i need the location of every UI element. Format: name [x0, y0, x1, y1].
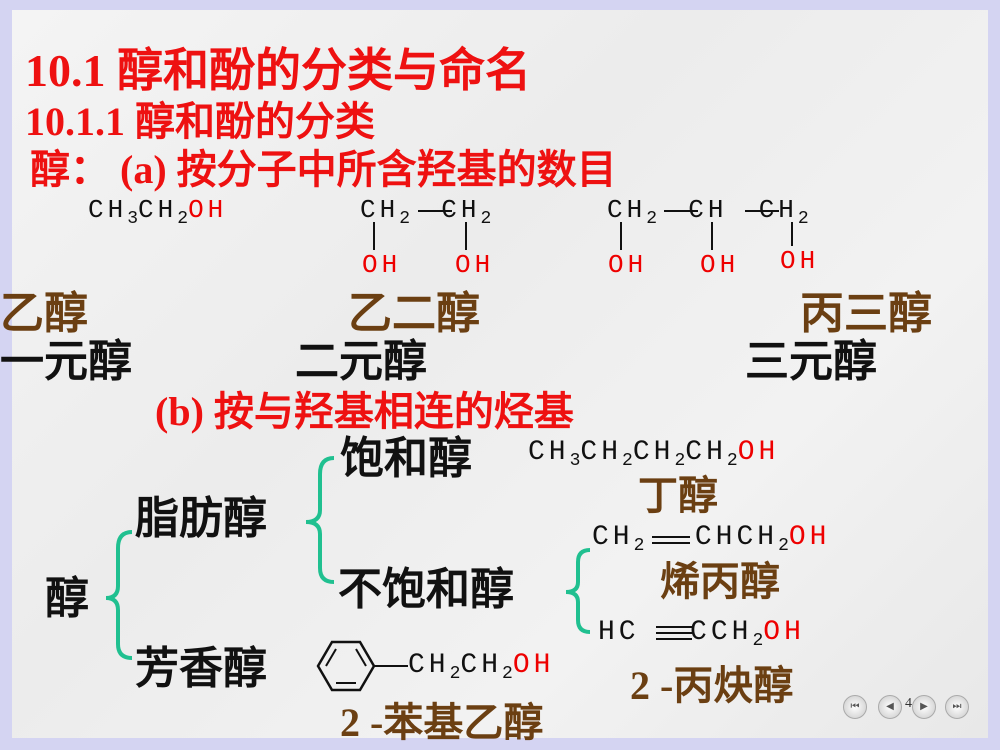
hydroxyl-label: OH — [780, 246, 820, 276]
double-bond — [652, 536, 690, 538]
slide-subtitle: 10.1.1 醇和酚的分类 — [25, 99, 375, 144]
saturated-label: 饱和醇 — [340, 434, 472, 483]
hydroxyl-label: OH — [700, 250, 740, 280]
brace-aliphatic — [305, 456, 335, 584]
triple-bond — [656, 638, 692, 640]
alcohol-root-label: 醇 — [45, 574, 89, 623]
brace-root — [105, 530, 133, 660]
bond — [465, 222, 467, 250]
butanol-formula: CH3CH2CH2CH2OH — [528, 437, 780, 471]
slide — [12, 10, 988, 738]
triple-bond — [656, 632, 692, 634]
bond — [664, 210, 698, 212]
brace-unsaturated — [565, 548, 591, 634]
section-b-heading: (b) 按与羟基相连的烃基 — [155, 389, 574, 434]
section-a-heading: 醇： (a) 按分子中所含羟基的数目 — [30, 147, 617, 192]
monohydric-label: 一元醇 — [0, 337, 132, 386]
bond — [418, 210, 452, 212]
slide-title: 10.1 醇和酚的分类与命名 — [25, 45, 531, 96]
bond — [745, 210, 779, 212]
triple-bond — [656, 626, 692, 628]
allyl-name: 烯丙醇 — [660, 559, 780, 604]
double-bond — [652, 542, 690, 544]
hydroxyl-label: OH — [455, 250, 495, 280]
bond — [791, 222, 793, 246]
hydroxyl-label: OH — [362, 250, 402, 280]
hydroxyl-label: OH — [608, 250, 648, 280]
propargyl-name: 2 -丙炔醇 — [630, 663, 794, 708]
last-slide-button[interactable]: ⏭ — [945, 695, 969, 719]
dihydric-label: 二元醇 — [295, 337, 427, 386]
previous-slide-button[interactable]: ◀ — [878, 695, 902, 719]
propargyl-formula: HC CCH2OH — [598, 617, 805, 651]
phenylethanol-formula: CH2CH2OH — [408, 650, 555, 684]
phenylethanol-name: 2 -苯基乙醇 — [340, 700, 544, 745]
bond — [373, 222, 375, 250]
glycol-name: 乙二醇 — [348, 289, 480, 338]
bond — [620, 222, 622, 250]
bond — [711, 222, 713, 250]
first-slide-button[interactable]: ⏮ — [843, 695, 867, 719]
next-slide-button[interactable]: ▶ — [912, 695, 936, 719]
benzene-ring-icon — [316, 640, 408, 692]
trihydric-label: 三元醇 — [745, 337, 877, 386]
ethanol-formula: CH3CH2OH — [88, 195, 228, 229]
glycerol-name: 丙三醇 — [800, 289, 932, 338]
aliphatic-label: 脂肪醇 — [135, 494, 267, 543]
page-number: 4 — [905, 696, 912, 711]
allyl-formula: CH2 CHCH2OH — [592, 522, 831, 556]
ethanol-name: 乙醇 — [0, 289, 88, 338]
unsaturated-label: 不饱和醇 — [338, 565, 514, 614]
glycol-formula: CH2 CH2 — [360, 195, 492, 229]
butanol-name: 丁醇 — [638, 473, 718, 518]
aromatic-label: 芳香醇 — [135, 644, 267, 693]
